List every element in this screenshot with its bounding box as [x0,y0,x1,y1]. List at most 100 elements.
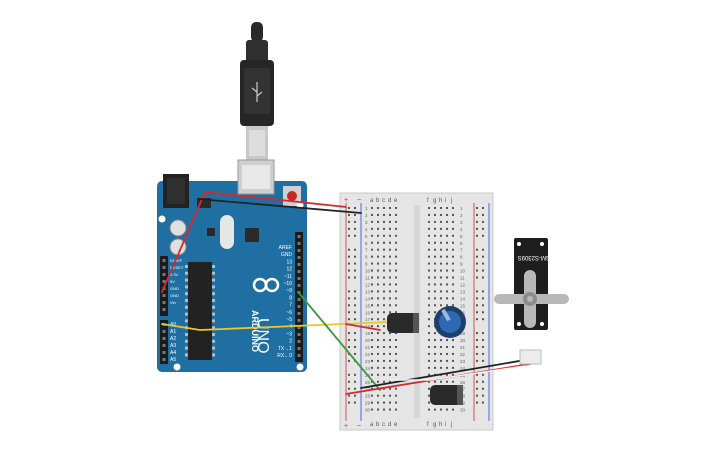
rail-hole[interactable] [482,401,484,404]
rail-hole[interactable] [476,373,478,376]
breadboard-hole[interactable] [446,283,448,286]
rail-hole[interactable] [482,276,484,279]
breadboard-hole[interactable] [389,262,391,265]
breadboard-hole[interactable] [440,359,442,362]
wire-yellow-a0[interactable] [161,321,391,331]
breadboard-hole[interactable] [371,297,373,300]
breadboard-hole[interactable] [446,304,448,307]
rail-hole[interactable] [348,304,350,307]
rail-hole[interactable] [482,387,484,390]
breadboard-hole[interactable] [440,213,442,216]
breadboard-hole[interactable] [440,234,442,237]
rail-hole[interactable] [348,297,350,300]
breadboard-hole[interactable] [371,325,373,328]
rail-hole[interactable] [482,346,484,348]
rail-hole[interactable] [482,207,484,209]
rail-hole[interactable] [482,213,484,216]
breadboard-hole[interactable] [452,290,454,293]
rail-hole[interactable] [354,297,356,300]
rail-hole[interactable] [476,339,478,342]
breadboard-hole[interactable] [383,227,385,230]
breadboard-hole[interactable] [395,373,397,376]
breadboard-hole[interactable] [446,297,448,300]
breadboard-hole[interactable] [452,380,454,383]
rail-hole[interactable] [348,269,350,272]
breadboard-hole[interactable] [377,380,379,383]
breadboard-hole[interactable] [395,352,397,355]
breadboard-hole[interactable] [440,248,442,251]
rail-hole[interactable] [476,207,478,209]
breadboard-hole[interactable] [428,359,430,362]
breadboard-hole[interactable] [446,241,448,244]
breadboard-hole[interactable] [434,408,436,411]
breadboard-hole[interactable] [440,262,442,265]
breadboard-hole[interactable] [395,401,397,404]
breadboard-hole[interactable] [428,234,430,237]
breadboard-hole[interactable] [383,283,385,286]
breadboard-hole[interactable] [395,366,397,369]
breadboard-hole[interactable] [371,339,373,342]
breadboard-hole[interactable] [371,366,373,369]
breadboard-hole[interactable] [377,234,379,237]
rail-hole[interactable] [348,373,350,376]
breadboard-hole[interactable] [389,248,391,251]
breadboard-hole[interactable] [383,332,385,335]
servo-horn[interactable] [494,270,569,328]
rail-hole[interactable] [476,220,478,223]
breadboard-hole[interactable] [395,339,397,342]
rail-hole[interactable] [354,332,356,335]
breadboard-hole[interactable] [395,207,397,209]
breadboard-hole[interactable] [395,255,397,258]
rail-hole[interactable] [348,387,350,390]
breadboard-hole[interactable] [389,366,391,369]
breadboard-hole[interactable] [446,380,448,383]
breadboard-hole[interactable] [434,276,436,279]
rail-hole[interactable] [476,311,478,314]
breadboard-hole[interactable] [383,311,385,314]
breadboard-hole[interactable] [395,304,397,307]
rail-hole[interactable] [348,290,350,293]
breadboard-hole[interactable] [452,359,454,362]
breadboard-hole[interactable] [452,262,454,265]
breadboard-hole[interactable] [395,234,397,237]
breadboard-hole[interactable] [434,262,436,265]
breadboard-hole[interactable] [395,332,397,335]
breadboard-hole[interactable] [428,207,430,209]
rail-hole[interactable] [482,332,484,335]
breadboard-hole[interactable] [383,366,385,369]
rail-hole[interactable] [476,352,478,355]
rail-hole[interactable] [348,346,350,348]
breadboard-hole[interactable] [377,346,379,348]
breadboard-hole[interactable] [452,213,454,216]
rail-hole[interactable] [354,339,356,342]
breadboard-hole[interactable] [452,373,454,376]
breadboard-hole[interactable] [428,366,430,369]
rail-hole[interactable] [476,290,478,293]
breadboard-hole[interactable] [371,359,373,362]
wire-white-servo[interactable] [389,365,526,381]
rail-hole[interactable] [476,262,478,265]
breadboard-hole[interactable] [452,234,454,237]
rail-hole[interactable] [354,234,356,237]
electrolytic-capacitor-2[interactable] [430,385,463,405]
breadboard-hole[interactable] [446,352,448,355]
breadboard-hole[interactable] [383,220,385,223]
rail-hole[interactable] [482,318,484,321]
breadboard-hole[interactable] [371,332,373,335]
breadboard-hole[interactable] [377,276,379,279]
breadboard-hole[interactable] [428,373,430,376]
breadboard-hole[interactable] [395,387,397,390]
breadboard-hole[interactable] [389,283,391,286]
breadboard-hole[interactable] [434,339,436,342]
breadboard-hole[interactable] [428,304,430,307]
breadboard-hole[interactable] [389,269,391,272]
breadboard-hole[interactable] [371,213,373,216]
breadboard-hole[interactable] [428,346,430,348]
rail-hole[interactable] [354,352,356,355]
breadboard-hole[interactable] [395,311,397,314]
breadboard-hole[interactable] [440,352,442,355]
breadboard-hole[interactable] [446,213,448,216]
breadboard-hole[interactable] [395,248,397,251]
breadboard-hole[interactable] [395,394,397,397]
breadboard-hole[interactable] [452,352,454,355]
